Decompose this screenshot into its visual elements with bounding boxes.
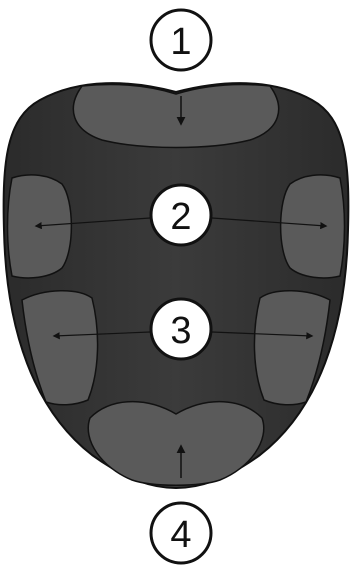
left-lower-pad: [22, 291, 98, 405]
right-upper-pad: [281, 175, 345, 278]
top-pad: [73, 84, 278, 147]
left-upper-pad: [8, 175, 72, 278]
label-3-text: 3: [170, 310, 191, 352]
label-1: 1: [151, 10, 211, 70]
label-3: 3: [151, 299, 211, 359]
label-2-text: 2: [170, 196, 191, 238]
label-4: 4: [151, 503, 211, 563]
label-2: 2: [151, 185, 211, 245]
bottom-pad: [88, 402, 264, 486]
label-4-text: 4: [170, 514, 191, 556]
right-lower-pad: [254, 291, 330, 405]
label-1-text: 1: [170, 21, 191, 63]
